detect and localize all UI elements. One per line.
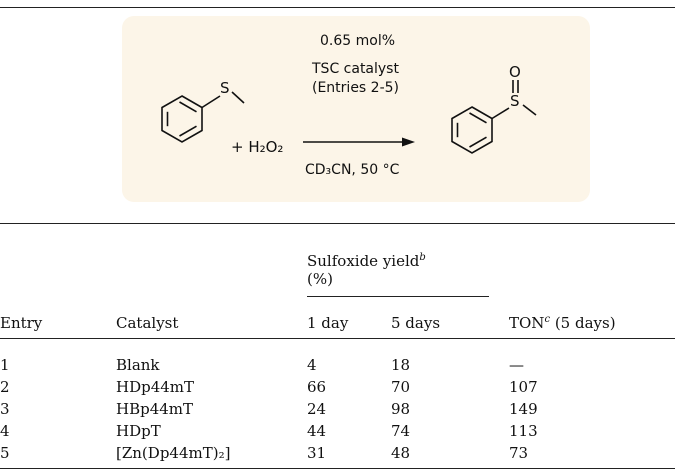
- cell-entry: 1: [0, 356, 10, 374]
- yield-group-header: Sulfoxide yieldb: [307, 252, 426, 270]
- condition-entries: (Entries 2-5): [312, 80, 400, 96]
- cell-ton: 107: [509, 378, 538, 396]
- cell-entry: 3: [0, 400, 10, 418]
- cell-entry: 5: [0, 444, 10, 462]
- header-entry: Entry: [0, 314, 43, 332]
- cell-catalyst: HBp44mT: [116, 400, 194, 418]
- cell-catalyst: HDp44mT: [116, 378, 195, 396]
- table-bottom-rule: [0, 468, 675, 469]
- cell-5-days: 98: [391, 400, 411, 418]
- reaction-arrow: [303, 137, 415, 147]
- header-1-day: 1 day: [307, 314, 349, 332]
- cell-5-days: 74: [391, 422, 411, 440]
- reactant-benzene-ring: [161, 91, 245, 143]
- cell-1-day: 4: [307, 356, 317, 374]
- top-rule: [0, 7, 675, 8]
- cell-entry: 2: [0, 378, 10, 396]
- table-top-rule: [0, 223, 675, 224]
- cell-ton: 149: [509, 400, 538, 418]
- yield-group-rule: [307, 296, 489, 297]
- header-ton: TONc (5 days): [509, 314, 616, 332]
- cell-1-day: 31: [307, 444, 327, 462]
- cell-catalyst: [Zn(Dp44mT)₂]: [116, 444, 231, 462]
- header-bottom-rule: [0, 338, 675, 339]
- cell-1-day: 66: [307, 378, 327, 396]
- reactant-sulfur-label: S: [220, 79, 230, 97]
- cell-5-days: 70: [391, 378, 411, 396]
- hydrogen-peroxide-label: + H₂O₂: [231, 138, 284, 156]
- product-benzene-ring: [451, 80, 537, 154]
- condition-solvent-temperature: CD₃CN, 50 °C: [305, 162, 400, 178]
- cell-1-day: 24: [307, 400, 327, 418]
- cell-catalyst: Blank: [116, 356, 160, 374]
- header-5-days: 5 days: [391, 314, 441, 332]
- product-oxygen-label: O: [509, 63, 521, 81]
- reaction-scheme: [122, 16, 590, 202]
- cell-1-day: 44: [307, 422, 327, 440]
- cell-5-days: 48: [391, 444, 411, 462]
- cell-entry: 4: [0, 422, 10, 440]
- cell-ton: —: [509, 356, 524, 374]
- reaction-drawing: [161, 80, 537, 154]
- cell-ton: 73: [509, 444, 529, 462]
- yield-unit-label: (%): [307, 270, 333, 288]
- condition-catalyst: TSC catalyst: [312, 61, 399, 77]
- cell-5-days: 18: [391, 356, 411, 374]
- condition-loading: 0.65 mol%: [320, 33, 396, 49]
- product-sulfur-label: S: [510, 92, 520, 110]
- cell-ton: 113: [509, 422, 538, 440]
- cell-catalyst: HDpT: [116, 422, 161, 440]
- header-catalyst: Catalyst: [116, 314, 179, 332]
